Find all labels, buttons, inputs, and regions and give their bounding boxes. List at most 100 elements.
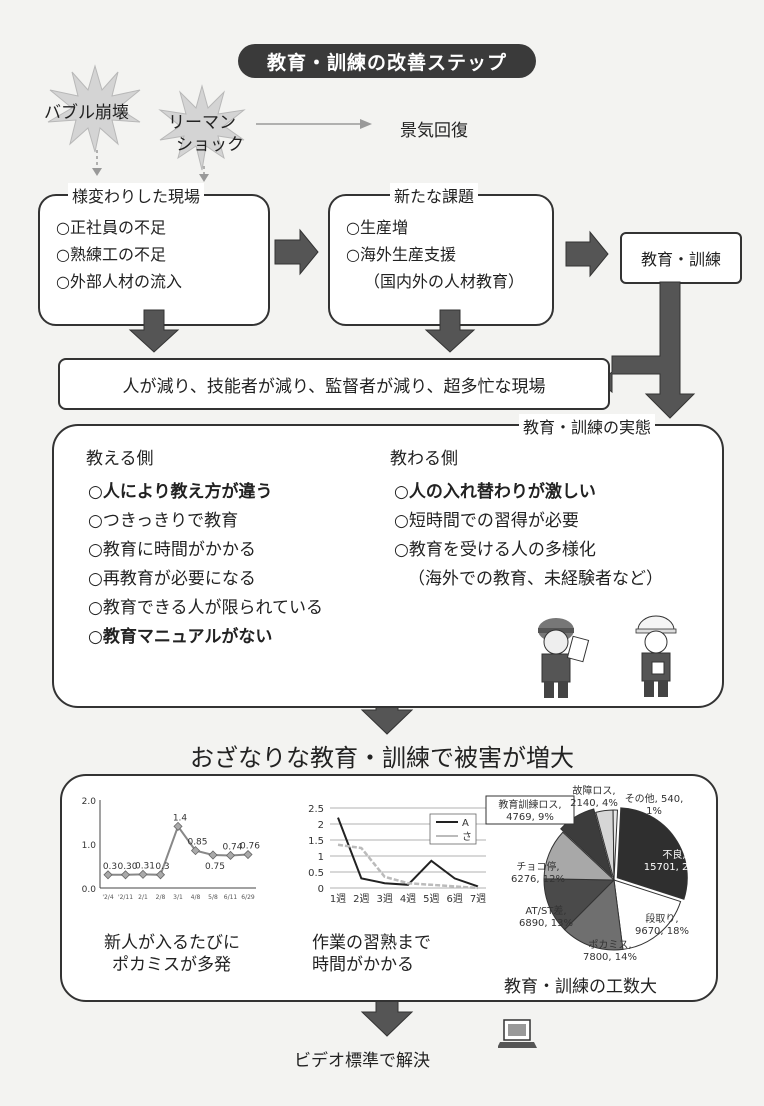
workers-illustration [538, 615, 677, 698]
x-tick-label: 7週 [470, 893, 486, 905]
pie-label: チョコ停, [516, 860, 559, 873]
chart-defect-rate: 2.01.00.00.3'2/40.30'2/110.312/10.32/81.… [82, 797, 261, 901]
page-title: 教育・訓練の改善ステップ [238, 44, 536, 78]
caption2-line1: 作業の習熟まで [312, 933, 431, 953]
pie-label: 2140, 4% [570, 798, 618, 809]
data-label: 0.3 [155, 862, 169, 872]
list-item: ○海外生産支援 [346, 245, 456, 264]
data-label: 1.4 [173, 813, 188, 823]
bubble-label: バブル崩壊 [44, 103, 129, 123]
changed-workplace-list: ○正社員の不足 ○熟練工の不足 ○外部人材の流入 [56, 214, 182, 295]
damage-heading: おざなりな教育・訓練で被害が増大 [190, 744, 574, 772]
x-tick-label: 2/8 [156, 894, 166, 901]
data-point [155, 870, 166, 880]
data-label: 0.75 [205, 862, 225, 872]
education-training-box: 教育・訓練 [620, 232, 742, 284]
list-item: （海外での教育、未経験者など） [408, 569, 663, 589]
legend-label: A [462, 818, 469, 829]
x-tick-label: 2週 [353, 893, 369, 905]
caption2-line2: 時間がかかる [312, 955, 414, 975]
data-point [138, 869, 148, 879]
arrow-right-icon [565, 230, 609, 278]
x-tick-label: 1週 [330, 893, 346, 905]
pie-label: 15701, 29% [644, 862, 704, 873]
pie-slice [543, 878, 616, 931]
pie-label: ポカミス, [588, 939, 631, 951]
data-label: 0.3 [103, 862, 117, 872]
learner-list: ○人の入れ替わりが激しい ○短時間での習得が必要 ○教育を受ける人の多様化 （海… [394, 478, 663, 594]
caption3: 教育・訓練の工数大 [504, 977, 657, 997]
x-tick-label: '2/4 [102, 894, 113, 901]
list-item: ○熟練工の不足 [56, 245, 166, 264]
pie-label: 教育訓練ロス, [498, 798, 561, 811]
list-item: ○外部人材の流入 [56, 272, 182, 291]
y-tick-label: 1.0 [82, 841, 97, 851]
list-item: ○つきっきりで教育 [88, 511, 239, 531]
list-item: ○人により教え方が違う [88, 482, 273, 502]
pie-label: 6276, 12% [511, 874, 565, 885]
pie-slice [563, 878, 624, 951]
data-label: 0.85 [187, 838, 207, 848]
chart-loss-pie: 不良,15701, 29% 段取り,9670, 18% ポカミス,7800, 14%… [485, 784, 704, 963]
list-item: ○再教育が必要になる [88, 569, 256, 589]
pie-slice [613, 879, 682, 950]
x-tick-label: 2/1 [138, 894, 148, 901]
lehman-label-line1: リーマン [168, 113, 236, 133]
y-tick-label: 0.5 [308, 868, 324, 879]
pie-label: 6890, 13% [519, 918, 573, 929]
learner-heading: 教わる側 [390, 449, 458, 469]
starburst-icon [47, 64, 141, 153]
x-tick-label: 4/8 [191, 894, 201, 901]
series-line [337, 843, 479, 890]
pie-label: 4769, 9% [506, 812, 554, 823]
pie-label: AT/ST差, [525, 904, 566, 917]
list-item: ○人の入れ替わりが激しい [394, 482, 596, 502]
changed-workplace-title: 様変わりした現場 [68, 183, 205, 207]
list-item: ○生産増 [346, 218, 408, 237]
new-issues-list: ○生産増 ○海外生産支援 （国内外の人材教育） [346, 214, 524, 295]
x-tick-label: 6/29 [241, 894, 255, 901]
x-tick-label: 4週 [400, 893, 416, 905]
x-tick-label: 3/1 [173, 894, 183, 901]
x-tick-label: 5週 [423, 893, 439, 905]
data-point [225, 850, 236, 861]
pie-label-box [485, 795, 575, 825]
arrow-down-icon [424, 309, 476, 353]
y-tick-label: 2.0 [82, 797, 97, 807]
list-item: ○教育に時間がかかる [88, 540, 256, 560]
teacher-list: ○人により教え方が違う ○つきっきりで教育 ○教育に時間がかかる ○再教育が必要… [88, 478, 323, 652]
data-label: 0.31 [135, 861, 155, 871]
elbow-arrow-icon [599, 281, 696, 419]
worker-icon [538, 618, 590, 698]
teacher-heading: 教える側 [86, 449, 154, 469]
x-tick-label: '2/11 [118, 894, 133, 901]
new-issues-title: 新たな課題 [390, 183, 479, 207]
y-tick-label: 0 [318, 884, 324, 895]
x-tick-label: 5/8 [208, 894, 218, 901]
y-tick-label: 1.5 [308, 836, 324, 847]
pie-label: 7800, 14% [583, 952, 637, 963]
x-tick-label: 6/11 [224, 894, 238, 901]
list-item: （国内外の人材教育） [364, 272, 525, 291]
data-point [120, 870, 131, 880]
list-item: ○教育マニュアルがない [88, 627, 273, 647]
pie-slice [612, 809, 619, 881]
data-label: 0.76 [240, 842, 260, 852]
pie-slice [616, 807, 688, 900]
timeline-graphics [47, 64, 372, 182]
legend-box [429, 813, 477, 845]
solution-label: ビデオ標準で解決 [294, 1051, 430, 1071]
pie-slice [543, 831, 616, 881]
list-item: ○教育を受ける人の多様化 [394, 540, 596, 560]
y-tick-label: 2.5 [308, 804, 324, 815]
legend-label: さ [462, 831, 472, 843]
pie-label: 不良, [662, 848, 685, 861]
pie-label: 故障ロス, [572, 784, 615, 797]
arrow-right-icon [274, 228, 319, 276]
data-point [103, 870, 113, 880]
pie-label: 段取り, [645, 912, 678, 925]
data-point [173, 821, 183, 831]
pie-label: 9670, 18% [635, 926, 689, 937]
pie-label: 1% [646, 806, 662, 817]
